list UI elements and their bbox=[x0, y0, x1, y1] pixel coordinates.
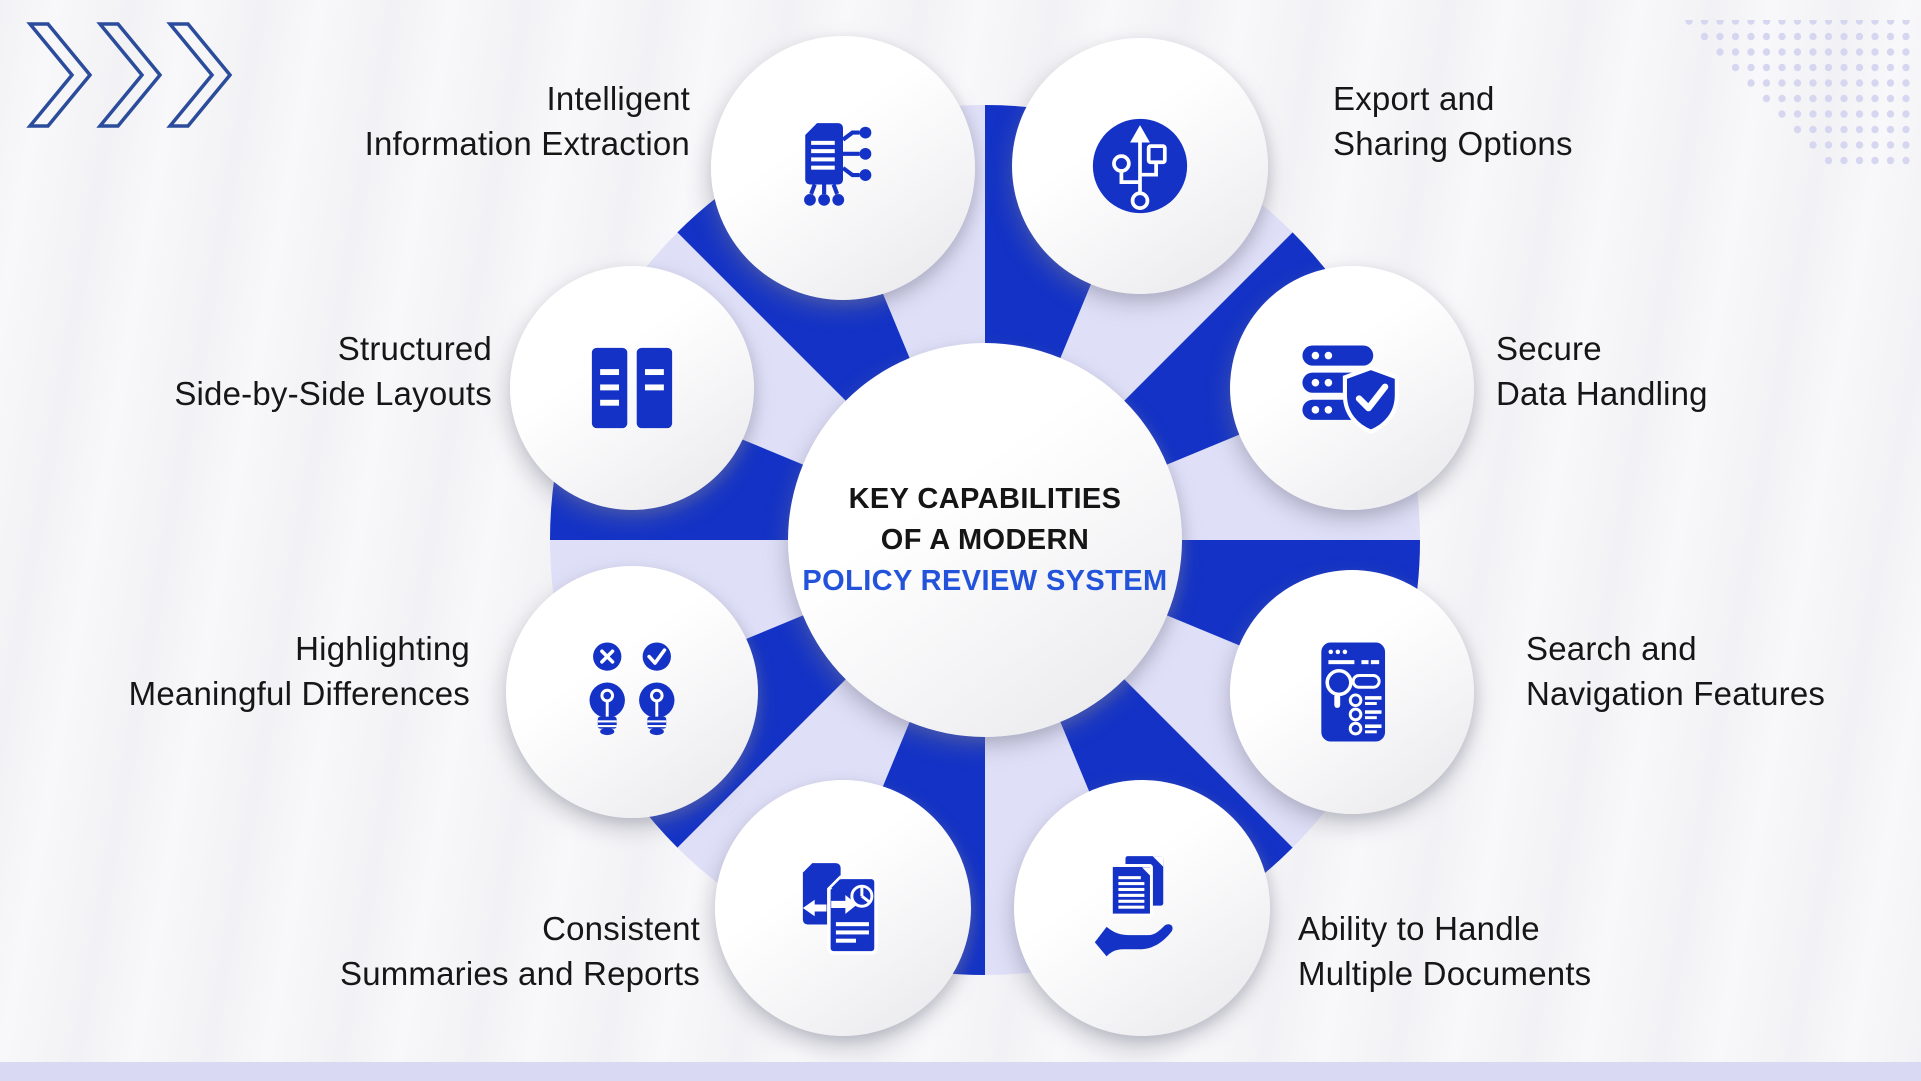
chevron-icon bbox=[96, 22, 163, 128]
label-line: Sharing Options bbox=[1333, 125, 1573, 162]
capability-bubble-structured-side-by-side-layouts bbox=[510, 266, 754, 510]
capability-label-ability-to-handle-multiple-documents: Ability to Handle Multiple Documents bbox=[1298, 906, 1768, 996]
capability-label-intelligent-information-extraction: Intelligent Information Extraction bbox=[240, 76, 690, 166]
label-line: Side-by-Side Layouts bbox=[174, 375, 492, 412]
label-line: Export and bbox=[1333, 80, 1495, 117]
capability-label-consistent-summaries-and-reports: Consistent Summaries and Reports bbox=[300, 906, 700, 996]
documents-hand-icon bbox=[1094, 856, 1173, 957]
capability-bubble-intelligent-information-extraction bbox=[711, 36, 975, 300]
label-line: Data Handling bbox=[1496, 375, 1708, 412]
title-line-3: POLICY REVIEW SYSTEM bbox=[802, 564, 1168, 597]
capability-bubble-ability-to-handle-multiple-documents bbox=[1014, 780, 1270, 1036]
capability-label-secure-data-handling: Secure Data Handling bbox=[1496, 326, 1916, 416]
report-exchange-icon bbox=[802, 863, 878, 955]
bulbs-compare-icon bbox=[589, 642, 675, 736]
label-line: Search and bbox=[1526, 630, 1697, 667]
label-line: Information Extraction bbox=[364, 125, 690, 162]
capability-bubble-search-and-navigation-features bbox=[1230, 570, 1474, 814]
chevron-icon bbox=[166, 22, 233, 128]
label-line: Intelligent bbox=[546, 80, 690, 117]
capability-label-highlighting-meaningful-differences: Highlighting Meaningful Differences bbox=[70, 626, 470, 716]
label-line: Secure bbox=[1496, 330, 1602, 367]
label-line: Highlighting bbox=[295, 630, 470, 667]
capability-label-structured-side-by-side-layouts: Structured Side-by-Side Layouts bbox=[92, 326, 492, 416]
capability-bubble-consistent-summaries-and-reports bbox=[715, 780, 971, 1036]
server-shield-icon bbox=[1302, 345, 1399, 434]
label-line: Consistent bbox=[542, 910, 700, 947]
label-line: Meaningful Differences bbox=[128, 675, 470, 712]
side-by-side-columns-icon bbox=[591, 347, 673, 429]
capability-bubble-export-and-sharing-options bbox=[1012, 38, 1268, 294]
capability-bubble-highlighting-meaningful-differences bbox=[506, 566, 758, 818]
usb-share-icon bbox=[1092, 118, 1188, 214]
chevron-icon bbox=[26, 22, 93, 128]
label-line: Multiple Documents bbox=[1298, 955, 1592, 992]
capability-label-export-and-sharing-options: Export and Sharing Options bbox=[1333, 76, 1803, 166]
label-line: Summaries and Reports bbox=[339, 955, 700, 992]
capability-bubble-secure-data-handling bbox=[1230, 266, 1474, 510]
document-circuit-icon bbox=[804, 123, 872, 206]
label-line: Structured bbox=[337, 330, 492, 367]
bottom-accent-bar bbox=[0, 1062, 1921, 1081]
label-line: Navigation Features bbox=[1526, 675, 1826, 712]
dots-pattern-decoration bbox=[1682, 20, 1910, 172]
capability-label-search-and-navigation-features: Search and Navigation Features bbox=[1526, 626, 1921, 716]
title-line-2: OF A MODERN bbox=[880, 523, 1090, 556]
center-title-circle: KEY CAPABILITIES OF A MODERN POLICY REVI… bbox=[788, 343, 1182, 737]
title-line-1: KEY CAPABILITIES bbox=[848, 482, 1122, 515]
chevrons-decoration bbox=[26, 22, 233, 128]
label-line: Ability to Handle bbox=[1298, 910, 1540, 947]
document-search-icon bbox=[1321, 642, 1386, 742]
